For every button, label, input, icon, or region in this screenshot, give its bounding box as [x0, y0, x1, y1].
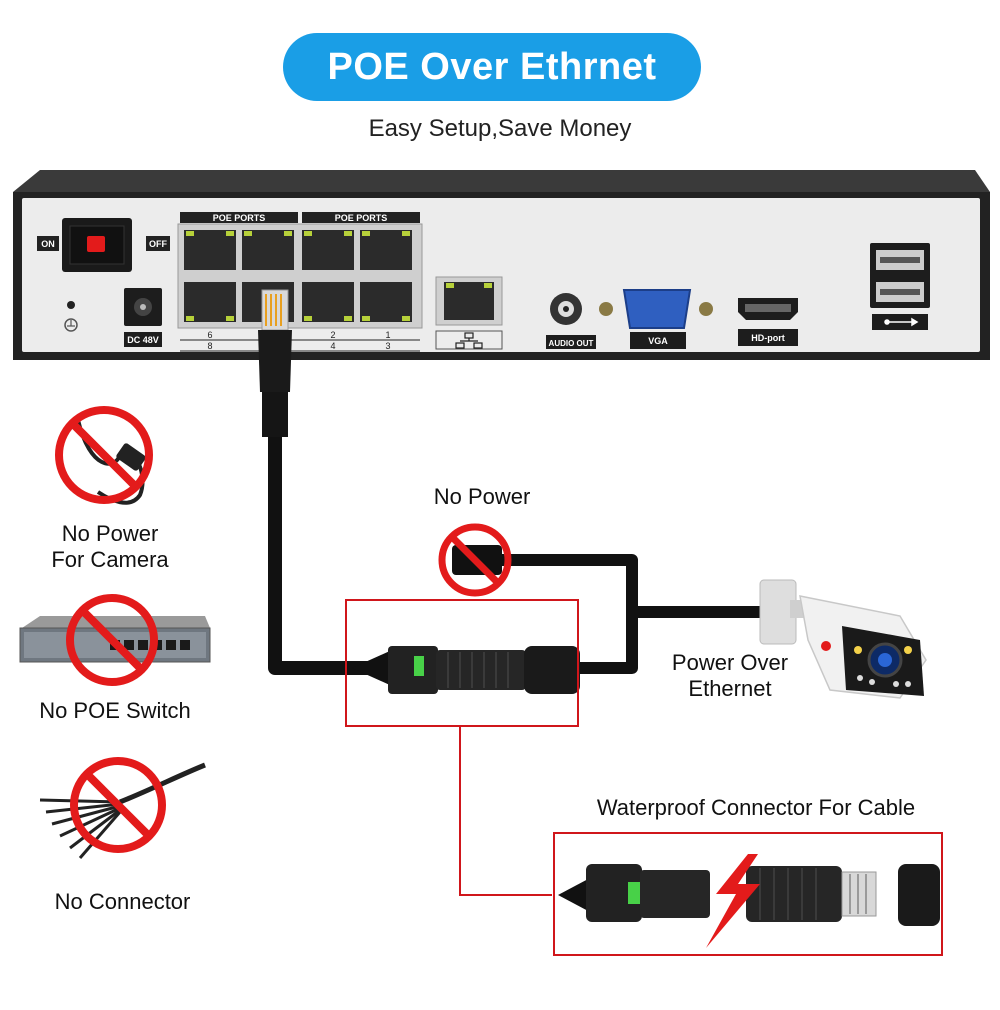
- port-number-4: 4: [330, 341, 335, 351]
- dc-label: DC 48V: [127, 335, 159, 345]
- no-splitter-item: [39, 757, 206, 859]
- port-number-3: 3: [385, 341, 390, 351]
- no-power-camera-line1: No Power: [61, 521, 159, 546]
- port-number-2: 2: [330, 330, 335, 340]
- audio-out-port: AUDIO OUT: [546, 293, 596, 349]
- no-power-camera-line2: For Camera: [51, 547, 169, 572]
- poe-label: Power Over Ethernet: [648, 650, 812, 702]
- ip-camera: [759, 579, 927, 699]
- title-badge: POE Over Ethrnet: [283, 33, 701, 101]
- no-adapter-item: [55, 406, 153, 505]
- callout-line: [459, 726, 552, 896]
- detail-frame: [553, 832, 943, 956]
- hdmi-port: HD-port: [738, 298, 798, 346]
- lan-port: [435, 276, 503, 350]
- port-number-6: 6: [207, 330, 212, 340]
- vga-port: VGA: [599, 289, 713, 349]
- page-subtitle: Easy Setup,Save Money: [368, 115, 632, 142]
- port-number-8: 8: [207, 341, 212, 351]
- network-icon: [455, 332, 483, 349]
- no-power-dc-plug: [438, 523, 512, 597]
- on-label: ON: [41, 239, 55, 249]
- no-power-camera-label: No Power For Camera: [10, 521, 210, 573]
- screw-hole: [67, 301, 75, 309]
- waterproof-connector: [352, 646, 580, 694]
- vga-label: VGA: [648, 336, 668, 346]
- poe-label-line1: Power Over: [671, 650, 789, 675]
- poe-ports: POE PORTS POE PORTS 6 8 2 4 1 3: [177, 212, 423, 352]
- ethernet-cable: [268, 437, 378, 675]
- waterproof-label: Waterproof Connector For Cable: [596, 795, 916, 820]
- off-label: OFF: [149, 239, 167, 249]
- connector-detail: [558, 854, 940, 948]
- no-power-label: No Power: [433, 484, 531, 509]
- poe-ports-label-1: POE PORTS: [213, 213, 266, 223]
- no-connector-label: No Connector: [54, 889, 191, 914]
- rj45-plug: [258, 289, 292, 437]
- break-icon: [706, 854, 760, 948]
- dc-jack: DC 48V: [124, 288, 162, 347]
- usb-icon: [884, 317, 919, 327]
- highlight-frame: [345, 599, 579, 727]
- no-switch-item: [19, 594, 211, 686]
- port-number-1: 1: [385, 330, 390, 340]
- ground-icon: [64, 318, 78, 332]
- usb-ports: [870, 243, 930, 330]
- no-poe-switch-label: No POE Switch: [39, 698, 191, 723]
- page-title: POE Over Ethrnet: [327, 45, 657, 88]
- poe-ports-label-2: POE PORTS: [335, 213, 388, 223]
- hdmi-label: HD-port: [751, 333, 785, 343]
- audio-label: AUDIO OUT: [549, 339, 594, 348]
- power-switch: ON OFF: [37, 218, 170, 272]
- poe-label-line2: Ethernet: [688, 676, 772, 701]
